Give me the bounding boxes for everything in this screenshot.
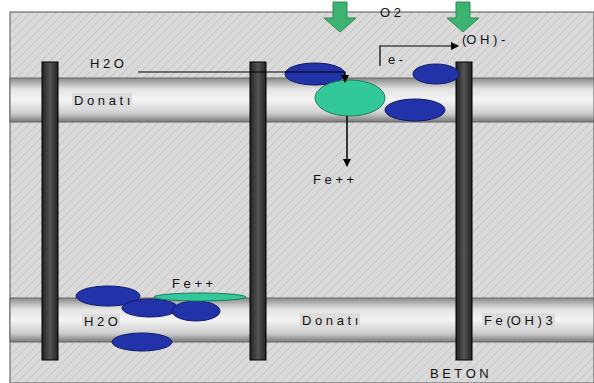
gas-label: O 2 [380,5,401,20]
reactant-label: H 2 O [90,56,124,71]
ion-label: F e + + [313,172,354,187]
rebar-label: D o n a t ı [300,313,360,328]
ion-label: (O H ) - [462,32,505,47]
ion-label: F e + + [172,276,213,291]
rebar-label: D o n a t ı [72,93,132,108]
product-label: F e (O H ) 3 [482,313,555,328]
material-label: B E T O N [430,366,489,381]
reactant-label: H 2 O [82,314,120,329]
electron-label: e - [388,52,403,67]
